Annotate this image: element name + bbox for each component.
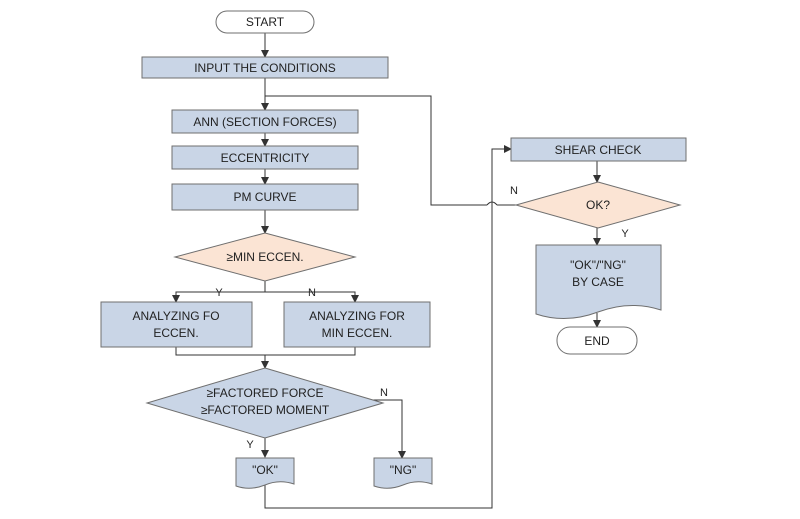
- no-label-factored: N: [380, 387, 388, 399]
- pm-curve-box: PM CURVE: [171, 183, 359, 211]
- analyzing-min-box: ANALYZING FOR MIN ECCEN.: [283, 301, 431, 348]
- factored-line2: ≥FACTORED MOMENT: [201, 403, 330, 417]
- ok-decision: OK?: [514, 181, 682, 229]
- min-eccen-decision: ≥MIN ECCEN.: [173, 232, 357, 282]
- connector-no-min: [265, 291, 359, 303]
- end-label: END: [584, 334, 610, 348]
- connectors: [172, 32, 601, 509]
- connector-yes-fo: [172, 281, 266, 303]
- shear-check-label: SHEAR CHECK: [555, 143, 642, 157]
- ng-document: "NG": [373, 457, 433, 489]
- start-terminal: START: [215, 10, 315, 34]
- start-label: START: [246, 15, 285, 29]
- no-label-min-eccen: N: [308, 287, 316, 299]
- connector-merge: [175, 347, 356, 356]
- factored-line1: ≥FACTORED FORCE: [206, 386, 323, 400]
- yes-label-factored: Y: [246, 439, 254, 451]
- eccentricity-box: ECCENTRICITY: [171, 145, 359, 170]
- input-conditions-label: INPUT THE CONDITIONS: [194, 61, 336, 75]
- analyzing-min-line2: MIN ECCEN.: [322, 326, 393, 340]
- no-label-ok: N: [510, 185, 518, 197]
- ok-document-label: "OK": [252, 463, 278, 477]
- ok-document: "OK": [235, 457, 295, 489]
- yes-label-ok: Y: [621, 228, 629, 240]
- yes-label-min-eccen: Y: [215, 287, 223, 299]
- min-eccen-label: ≥MIN ECCEN.: [226, 250, 303, 264]
- result-line2: BY CASE: [572, 275, 624, 289]
- ann-box: ANN (SECTION FORCES): [171, 109, 359, 134]
- end-terminal: END: [556, 326, 638, 355]
- input-conditions-box: INPUT THE CONDITIONS: [141, 56, 389, 79]
- analyzing-fo-line1: ANALYZING FO: [132, 309, 219, 323]
- eccentricity-label: ECCENTRICITY: [221, 151, 310, 165]
- result-line1: "OK"/"NG": [570, 258, 626, 272]
- shear-check-box: SHEAR CHECK: [510, 137, 687, 162]
- factored-decision: ≥FACTORED FORCE ≥FACTORED MOMENT: [145, 367, 385, 439]
- connector-input-shear-loop: [265, 95, 487, 206]
- connector-factored-no: [370, 399, 406, 459]
- connector-ok-shear: [264, 145, 512, 509]
- result-document: "OK"/"NG" BY CASE: [535, 244, 662, 320]
- analyzing-min-line1: ANALYZING FOR: [309, 309, 405, 323]
- pm-curve-label: PM CURVE: [233, 190, 296, 204]
- ng-document-label: "NG": [390, 463, 417, 477]
- ok-decision-label: OK?: [586, 198, 610, 212]
- ann-label: ANN (SECTION FORCES): [193, 115, 336, 129]
- analyzing-fo-line2: ECCEN.: [153, 326, 198, 340]
- analyzing-fo-box: ANALYZING FO ECCEN.: [100, 301, 253, 348]
